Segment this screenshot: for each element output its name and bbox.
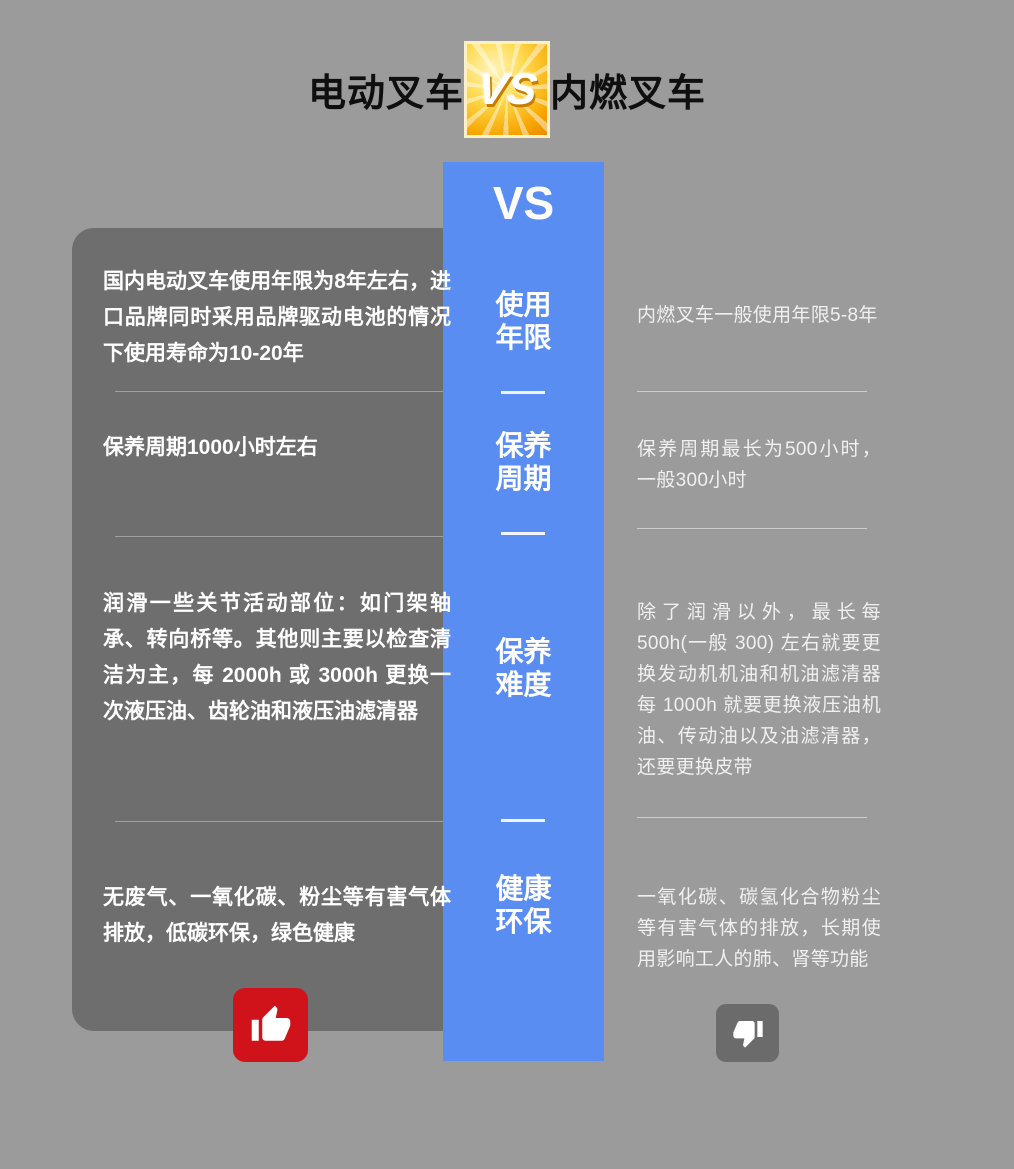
category-maintenance-difficulty: 保养 难度 (495, 636, 552, 700)
electric-service-life-text: 国内电动叉车使用年限为8年左右，进口品牌同时采用品牌驱动电池的情况下使用寿命为1… (103, 270, 451, 365)
ic-service-life-text: 内燃叉车一般使用年限5-8年 (637, 305, 878, 326)
ic-health-environment-text: 一氧化碳、碳氢化合物粉尘等有害气体的排放，长期使用影响工人的肺、肾等功能 (637, 887, 881, 970)
left-section-divider (115, 821, 443, 822)
title-right-text: 内燃叉车 (550, 73, 707, 115)
right-section-divider (637, 817, 867, 818)
thumbs-down-badge (716, 1004, 779, 1062)
electric-maintenance-difficulty-text: 润滑一些关节活动部位：如门架轴承、转向桥等。其他则主要以检查清洁为主，每 200… (103, 592, 451, 723)
electric-health-environment-text: 无废气、一氧化碳、粉尘等有害气体排放，低碳环保，绿色健康 (103, 886, 451, 945)
column-divider (501, 819, 545, 822)
thumbs-down-icon (732, 1021, 763, 1048)
electric-maintenance-cycle-text: 保养周期1000小时左右 (103, 436, 318, 459)
category-service-life: 使用 年限 (495, 289, 552, 353)
left-section-divider (115, 536, 443, 537)
thumbs-up-badge (233, 988, 308, 1062)
vs-badge-icon: VS (464, 41, 550, 138)
ic-maintenance-cycle-text: 保养周期最长为500小时，一般300小时 (637, 439, 881, 491)
thumbs-up-icon (251, 1005, 290, 1041)
category-health-environment: 健康 环保 (495, 873, 552, 937)
title-left-text: 电动叉车 (307, 73, 464, 115)
title-banner: 电动叉车 VS 内燃叉车 (0, 41, 1014, 138)
vs-column-title: VS (492, 177, 555, 229)
left-section-divider (115, 391, 443, 392)
vs-column: VS 使用 年限 保养 周期 保养 难度 健康 环保 (443, 162, 604, 1061)
right-section-divider (637, 391, 867, 392)
column-divider (501, 532, 545, 535)
category-maintenance-cycle: 保养 周期 (495, 430, 552, 494)
right-section-divider (637, 528, 867, 529)
electric-panel-background (72, 228, 493, 1031)
ic-maintenance-difficulty-text: 除了润滑以外，最长每 500h(一般 300) 左右就要更换发动机机油和机油滤清… (637, 602, 881, 778)
vs-badge-label: VS (475, 64, 539, 114)
column-divider (501, 391, 545, 394)
